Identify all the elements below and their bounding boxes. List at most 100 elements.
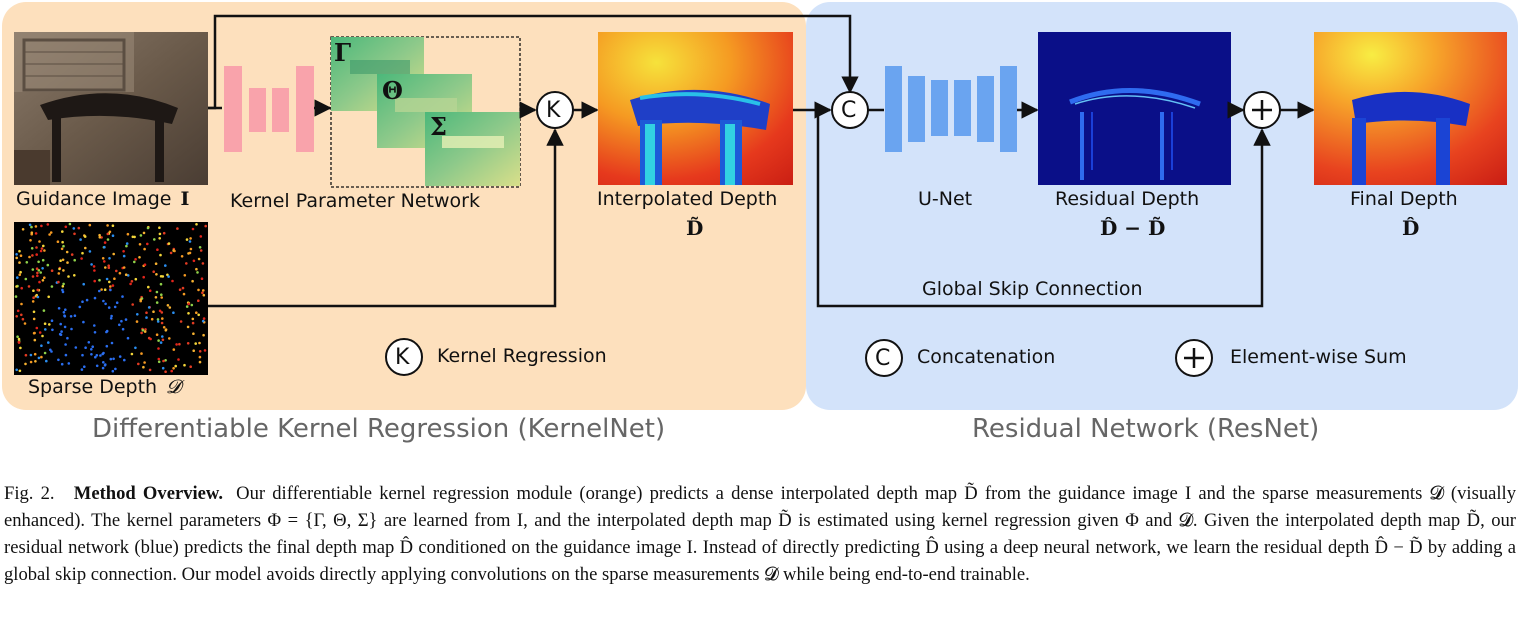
sparse-depth-dot — [202, 289, 205, 292]
sparse-depth-dot — [108, 280, 111, 284]
sparse-depth-dot — [139, 234, 143, 237]
interpolated-depth-image — [598, 32, 793, 185]
sparse-depth-dot — [32, 317, 36, 321]
sparse-depth-dot — [62, 282, 65, 286]
sparse-depth-dot — [199, 249, 203, 252]
sparse-depth-dot — [61, 258, 65, 262]
sparse-depth-dot — [198, 246, 202, 249]
sparse-depth-dot — [162, 231, 166, 235]
global-skip-connection-arrow — [816, 110, 1271, 308]
sparse-depth-dot — [15, 368, 18, 372]
sparse-depth-dot — [78, 305, 82, 309]
sparse-depth-dot — [17, 341, 21, 344]
sparse-depth-dot — [110, 314, 113, 318]
sparse-depth-dot — [169, 251, 173, 255]
sparse-depth-dot — [44, 328, 47, 331]
sparse-depth-dot — [191, 227, 195, 231]
sparse-depth-dot — [192, 349, 195, 353]
sparse-depth-dot — [59, 322, 62, 326]
sparse-depth-dot — [104, 302, 107, 306]
sparse-depth-dot — [166, 304, 170, 307]
sparse-depth-dot — [159, 341, 163, 344]
sparse-depth-dot — [171, 279, 174, 283]
sparse-depth-dot — [189, 247, 193, 251]
sparse-depth-dot — [33, 338, 37, 342]
sparse-depth-dot — [18, 369, 22, 373]
sparse-depth-dot — [122, 254, 126, 258]
sparse-depth-dot — [37, 269, 41, 272]
sparse-depth-dot — [82, 282, 85, 286]
sparse-depth-dot — [58, 267, 61, 271]
sparse-depth-dot — [194, 342, 197, 345]
sparse-label: Sparse Depth 𝓓 — [28, 376, 181, 398]
sparse-depth-dot — [91, 345, 94, 349]
sparse-depth-dot — [160, 311, 164, 314]
sparse-depth-dot — [160, 296, 163, 299]
sparse-depth-dot — [36, 288, 39, 292]
legend-kernel-icon — [385, 338, 423, 376]
sparse-depth-dot — [113, 305, 117, 309]
sparse-depth-dot — [106, 232, 110, 236]
sparse-depth-dot — [95, 364, 99, 368]
sparse-depth-dot — [123, 358, 126, 362]
sparse-depth-dot — [161, 317, 164, 320]
sparse-depth-dot — [43, 322, 47, 326]
sparse-depth-dot — [140, 352, 143, 355]
sparse-depth-dot — [47, 295, 50, 299]
sparse-depth-dot — [38, 280, 41, 284]
sparse-depth-dot — [118, 355, 122, 358]
sparse-depth-dot — [18, 249, 21, 253]
sparse-depth-dot — [17, 337, 21, 341]
method-overview-figure — [2, 2, 1518, 410]
sparse-depth-dot — [155, 301, 159, 304]
sparse-depth-dot — [29, 360, 33, 364]
sparse-depth-dot — [62, 244, 65, 248]
sparse-depth-dot — [198, 355, 202, 359]
sparse-depth-dot — [197, 299, 200, 303]
kernel-map-sigma — [425, 112, 520, 186]
sparse-depth-dot — [109, 288, 112, 292]
sparse-depth-dot — [139, 298, 142, 301]
sparse-depth-dot — [40, 247, 44, 250]
sparse-depth-dot — [176, 227, 179, 230]
sparse-depth-dot — [122, 250, 125, 253]
sparse-depth-dot — [88, 223, 92, 227]
sparse-depth-dot — [104, 266, 107, 269]
sparse-depth-dot — [187, 302, 190, 306]
legend-concat-letter: C — [875, 346, 891, 371]
sparse-depth-dot — [161, 335, 164, 338]
sparse-depth-dot — [160, 293, 163, 297]
sparse-depth-dot — [109, 357, 113, 361]
sparse-depth-dot — [30, 231, 34, 234]
sparse-depth-dot — [27, 285, 31, 288]
sparse-depth-dot — [197, 257, 201, 261]
legend-kernel-letter: K — [395, 345, 410, 370]
sparse-depth-dot — [155, 273, 158, 276]
sparse-depth-dot — [106, 238, 110, 241]
sparse-depth-dot — [112, 252, 115, 256]
sparse-depth-dot — [118, 271, 122, 275]
sparse-depth-dot — [110, 341, 114, 345]
sparse-depth-dot — [202, 293, 206, 297]
sparse-depth-dot — [167, 275, 170, 278]
sparse-depth-dot — [121, 327, 125, 331]
sparse-depth-dot — [137, 362, 140, 366]
sparse-depth-dot — [15, 285, 18, 288]
sparse-depth-dot — [155, 290, 159, 294]
sparse-depth-dot — [147, 285, 150, 289]
sparse-depth-dot — [83, 365, 86, 369]
sparse-depth-dot — [90, 348, 93, 351]
sparse-depth-dot — [136, 313, 139, 316]
sparse-depth-dot — [80, 257, 83, 260]
sparse-depth-dot — [15, 276, 19, 279]
sparse-depth-dot — [67, 275, 70, 278]
sparse-depth-dot — [31, 300, 35, 303]
concat-operator-letter: C — [841, 98, 857, 123]
sparse-depth-dot — [87, 341, 91, 344]
sparse-depth-dot — [21, 228, 25, 231]
sparse-depth-dot — [125, 244, 128, 248]
sparse-depth-dot — [101, 257, 105, 260]
sparse-depth-dot — [134, 346, 137, 350]
sparse-depth-dot — [60, 362, 64, 366]
sparse-depth-dot — [189, 365, 192, 369]
